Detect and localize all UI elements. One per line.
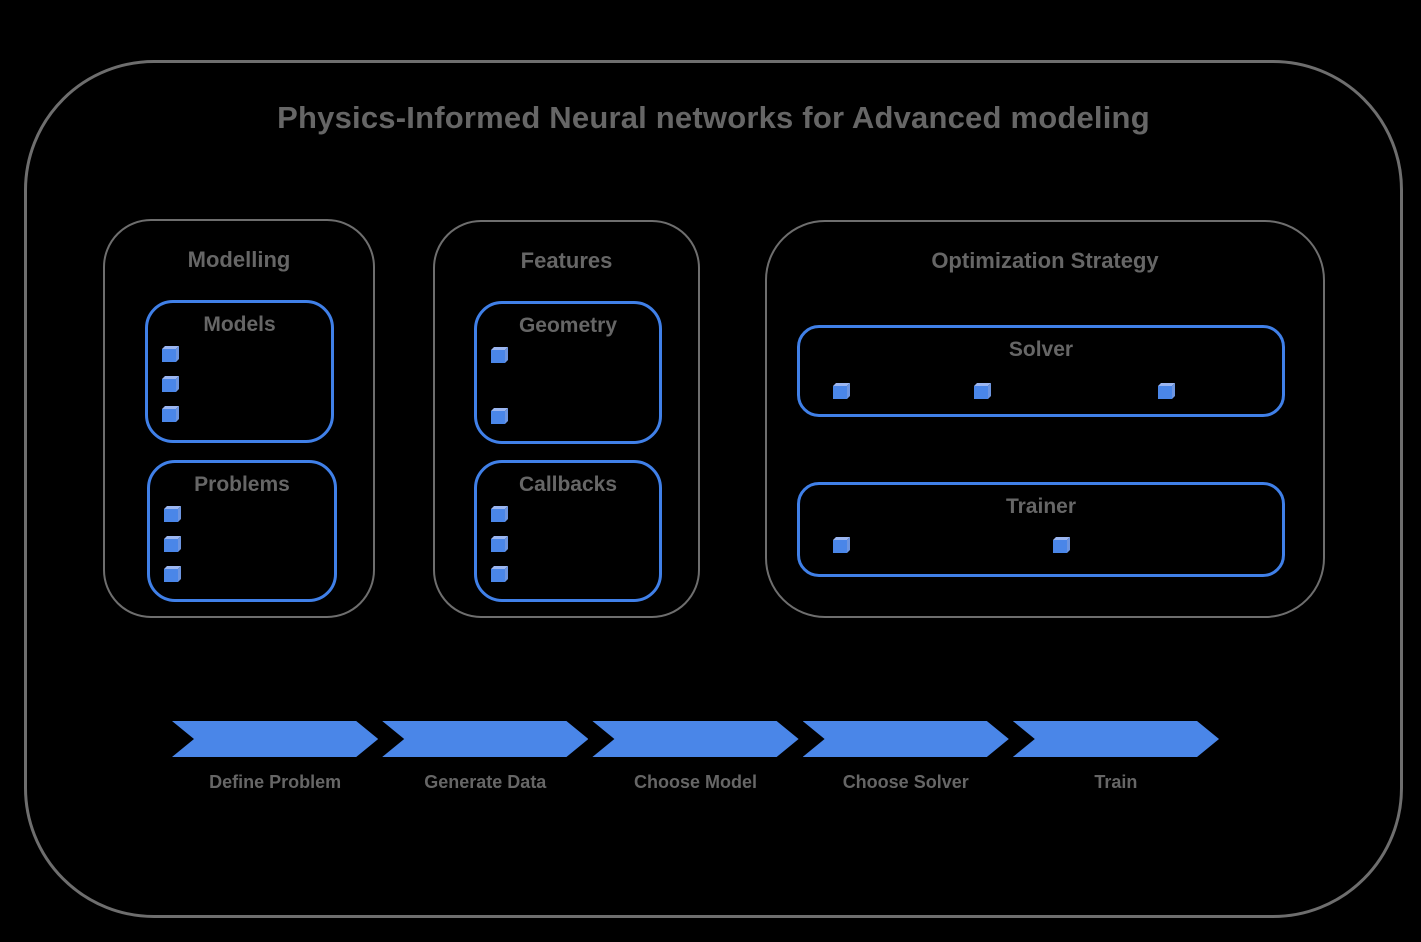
section-optimization-title: Optimization Strategy bbox=[931, 248, 1159, 273]
section-optimization-strategy: Optimization Strategy Solver Trainer bbox=[765, 220, 1325, 618]
bullet-list bbox=[162, 349, 176, 422]
arrow-segment-train bbox=[1013, 721, 1219, 757]
arrow-segment-define-problem bbox=[172, 721, 378, 757]
process-step-labels: Define Problem Generate Data Choose Mode… bbox=[172, 772, 1219, 793]
box-solver: Solver bbox=[797, 325, 1285, 417]
cube-icon bbox=[164, 539, 178, 552]
box-callbacks-title: Callbacks bbox=[518, 473, 618, 496]
cube-icon bbox=[491, 350, 505, 363]
bullet-list bbox=[491, 509, 505, 582]
cube-icon bbox=[833, 540, 847, 553]
page-title: Physics-Informed Neural networks for Adv… bbox=[277, 100, 1150, 135]
step-label-generate-data: Generate Data bbox=[424, 772, 547, 792]
step-label-train: Train bbox=[1094, 772, 1138, 792]
box-problems-title: Problems bbox=[194, 473, 290, 496]
section-features-title: Features bbox=[520, 248, 613, 273]
cube-icon bbox=[164, 569, 178, 582]
arrow-segment-choose-model bbox=[592, 721, 798, 757]
step-label-define-problem: Define Problem bbox=[209, 772, 342, 792]
box-problems: Problems bbox=[147, 460, 337, 602]
bullet-list bbox=[491, 350, 505, 424]
process-arrow bbox=[172, 721, 1219, 757]
cube-icon bbox=[162, 379, 176, 392]
section-features: Features Geometry Callbacks bbox=[433, 220, 700, 618]
cube-icon bbox=[491, 569, 505, 582]
cube-icon bbox=[164, 509, 178, 522]
step-label-choose-solver: Choose Solver bbox=[842, 772, 969, 792]
box-trainer-title: Trainer bbox=[1005, 495, 1077, 518]
cube-icon bbox=[491, 509, 505, 522]
box-models: Models bbox=[145, 300, 334, 443]
box-geometry-title: Geometry bbox=[518, 314, 618, 337]
cube-icon bbox=[162, 409, 176, 422]
box-geometry: Geometry bbox=[474, 301, 662, 444]
bullet-list bbox=[800, 386, 1282, 399]
box-models-title: Models bbox=[203, 313, 276, 336]
cube-icon bbox=[491, 411, 505, 424]
cube-icon bbox=[162, 349, 176, 362]
arrow-segment-choose-solver bbox=[803, 721, 1009, 757]
cube-icon bbox=[1053, 540, 1067, 553]
box-callbacks: Callbacks bbox=[474, 460, 662, 602]
section-modelling-title: Modelling bbox=[187, 247, 291, 272]
cube-icon bbox=[491, 539, 505, 552]
box-trainer: Trainer bbox=[797, 482, 1285, 577]
bullet-list bbox=[800, 540, 1282, 553]
arrow-segment-generate-data bbox=[382, 721, 588, 757]
step-label-choose-model: Choose Model bbox=[634, 772, 758, 792]
box-solver-title: Solver bbox=[1008, 338, 1074, 361]
cube-icon bbox=[1158, 386, 1172, 399]
bullet-list bbox=[164, 509, 178, 582]
cube-icon bbox=[974, 386, 988, 399]
main-container bbox=[24, 60, 1403, 918]
section-modelling: Modelling Models Problems bbox=[103, 219, 375, 618]
cube-icon bbox=[833, 386, 847, 399]
